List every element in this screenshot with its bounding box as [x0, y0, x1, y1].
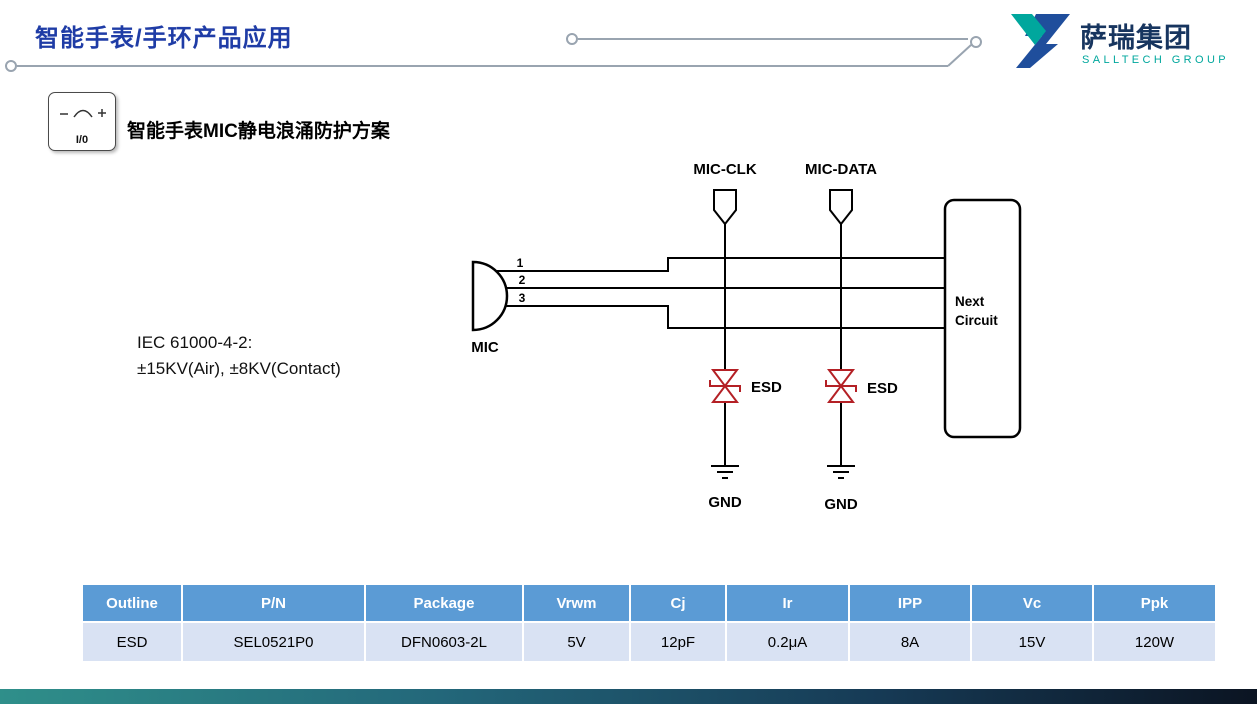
col-header-vrwm: Vrwm	[524, 585, 631, 621]
table-row: ESD SEL0521P0 DFN0603-2L 5V 12pF 0.2μA 8…	[83, 621, 1215, 661]
mic-label: MIC	[471, 339, 499, 356]
esd-label-2: ESD	[867, 380, 898, 397]
cell-vc: 15V	[972, 621, 1094, 661]
col-header-package: Package	[366, 585, 524, 621]
col-header-ir: Ir	[727, 585, 850, 621]
iec-rating: IEC 61000-4-2: ±15KV(Air), ±8KV(Contact)	[137, 330, 341, 382]
gnd-symbol-1	[711, 465, 739, 479]
cell-cj: 12pF	[631, 621, 727, 661]
gnd-symbol-2	[827, 465, 855, 479]
col-header-vc: Vc	[972, 585, 1094, 621]
next-circuit-label-line1: Next	[955, 294, 985, 309]
next-circuit-box	[943, 198, 1022, 439]
parameters-table: Outline P/N Package Vrwm Cj Ir IPP Vc Pp…	[83, 585, 1215, 661]
iec-line2: ±15KV(Air), ±8KV(Contact)	[137, 359, 341, 378]
page-title: 智能手表/手环产品应用	[35, 25, 293, 52]
mic-symbol	[471, 260, 509, 332]
next-circuit-label-line2: Circuit	[955, 313, 998, 328]
cell-package: DFN0603-2L	[366, 621, 524, 661]
mic-data-connector	[829, 189, 853, 226]
col-header-ipp: IPP	[850, 585, 972, 621]
decorative-circuit-traces	[5, 33, 982, 72]
pin1-label: 1	[517, 256, 524, 270]
io-icon-label: I/0	[75, 134, 89, 146]
gnd-label-1: GND	[708, 494, 742, 511]
cell-ir: 0.2μA	[727, 621, 850, 661]
circuit-schematic: 1 2 3 MIC MIC-CLK MIC-DATA ESD ESD	[471, 161, 1022, 513]
logo-mark-icon	[1011, 14, 1070, 68]
cell-vrwm: 5V	[524, 621, 631, 661]
mic-clk-label: MIC-CLK	[693, 161, 756, 178]
pin3-label: 3	[519, 291, 526, 305]
mic-data-label: MIC-DATA	[805, 161, 877, 178]
mic-clk-connector	[713, 189, 737, 226]
pin2-label: 2	[519, 273, 526, 287]
col-header-outline: Outline	[83, 585, 183, 621]
io-schematic-icon	[60, 109, 106, 118]
cell-pn: SEL0521P0	[183, 621, 366, 661]
col-header-ppk: Ppk	[1094, 585, 1215, 621]
io-icon: I/0	[48, 92, 116, 151]
cell-ppk: 120W	[1094, 621, 1215, 661]
table-header-row: Outline P/N Package Vrwm Cj Ir IPP Vc Pp…	[83, 585, 1215, 621]
signal-wires	[480, 224, 945, 466]
cell-outline: ESD	[83, 621, 183, 661]
cell-ipp: 8A	[850, 621, 972, 661]
bottom-gradient-bar	[0, 689, 1257, 704]
col-header-cj: Cj	[631, 585, 727, 621]
logo-name: 萨瑞集团	[1080, 23, 1192, 53]
esd-label-1: ESD	[751, 379, 782, 396]
logo-subtitle: SALLTECH GROUP	[1082, 54, 1230, 66]
section-heading: 智能手表MIC静电浪涌防护方案	[127, 121, 390, 142]
col-header-pn: P/N	[183, 585, 366, 621]
gnd-label-2: GND	[824, 496, 858, 513]
logo: 萨瑞集团 SALLTECH GROUP	[1010, 10, 1250, 78]
esd-diode-2	[825, 369, 857, 403]
iec-line1: IEC 61000-4-2:	[137, 333, 253, 352]
esd-diode-1	[709, 369, 741, 403]
